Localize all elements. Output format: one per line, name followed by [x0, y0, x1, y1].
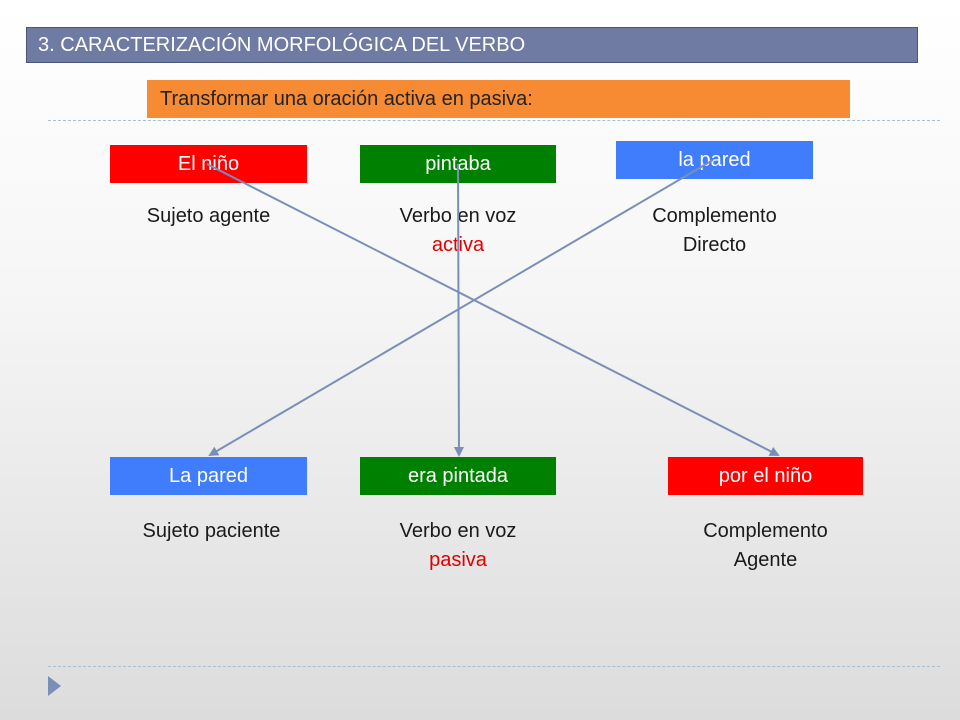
slide-subtitle: Transformar una oración activa en pasiva… — [147, 80, 850, 118]
play-triangle-icon — [48, 676, 61, 696]
passive-verb-label-line1: Verbo en voz — [399, 520, 517, 542]
passive-verb-box: era pintada — [360, 457, 556, 495]
active-subject-label: Sujeto agente — [110, 202, 307, 231]
passive-subject-label: Sujeto paciente — [110, 517, 313, 546]
top-divider — [48, 120, 940, 121]
active-object-box: la pared — [616, 141, 813, 179]
active-object-label-line2: Directo — [682, 234, 747, 256]
active-object-label: Complemento Directo — [616, 202, 813, 260]
passive-subject-label-text: Sujeto paciente — [142, 520, 281, 542]
arrow-subject-to-agent — [206, 163, 780, 456]
passive-subject-box: La pared — [110, 457, 307, 495]
passive-agent-label-line2: Agente — [733, 549, 798, 571]
slide-title: 3. CARACTERIZACIÓN MORFOLÓGICA DEL VERBO — [26, 27, 918, 63]
bottom-divider — [48, 666, 940, 667]
passive-agent-box: por el niño — [668, 457, 863, 495]
active-object-label-line1: Complemento — [652, 205, 777, 227]
passive-verb-label: Verbo en voz pasiva — [360, 517, 556, 575]
arrow-object-to-subject — [208, 159, 714, 457]
passive-agent-label-line1: Complemento — [703, 520, 828, 542]
active-subject-label-text: Sujeto agente — [146, 205, 271, 227]
passive-verb-label-line2: pasiva — [429, 549, 487, 571]
passive-agent-label: Complemento Agente — [668, 517, 863, 575]
